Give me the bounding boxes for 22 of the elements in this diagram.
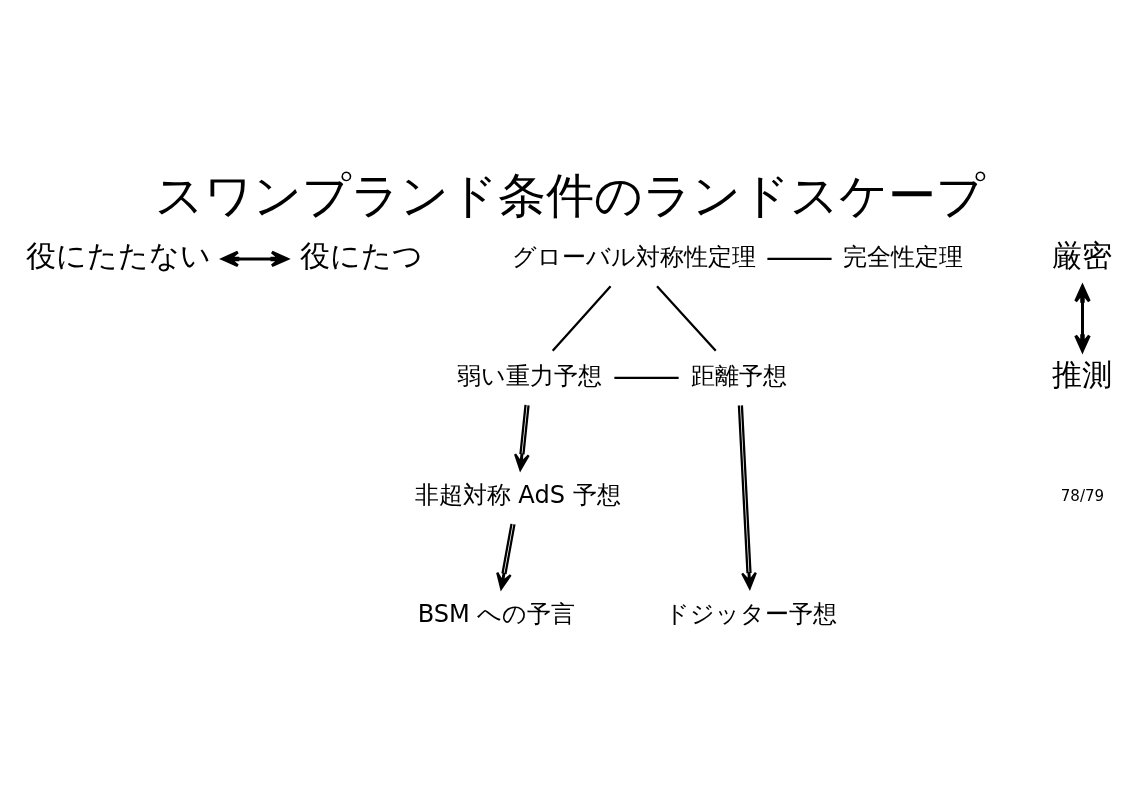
node-text: 推測 (1052, 357, 1113, 392)
node-text: 厳密 (1052, 238, 1113, 273)
node-text: 距離予想 (691, 361, 788, 390)
node-text: BSM への予言 (417, 599, 576, 628)
node-text: グローバル対称性定理 (511, 242, 756, 271)
node-text: 完全性定理 (843, 242, 964, 271)
arrow (221, 250, 289, 267)
label: 78/79 (1060, 486, 1105, 505)
arrow (1074, 284, 1091, 352)
arrow (496, 523, 516, 590)
node-text: 役にたつ (299, 238, 423, 273)
connector (767, 257, 832, 260)
connector (614, 376, 679, 379)
node-text: 非超対称 AdS 予想 (414, 480, 621, 509)
arrow (737, 404, 757, 589)
arrow (514, 404, 530, 471)
node-text: 弱い重力予想 (457, 361, 603, 390)
node-text: ドジッター予想 (665, 599, 838, 628)
connector (551, 284, 612, 351)
diagram-title: スワンプランド条件のランドスケープ (155, 166, 985, 223)
node-text: 役にたたない (26, 238, 212, 273)
connector (656, 284, 717, 351)
